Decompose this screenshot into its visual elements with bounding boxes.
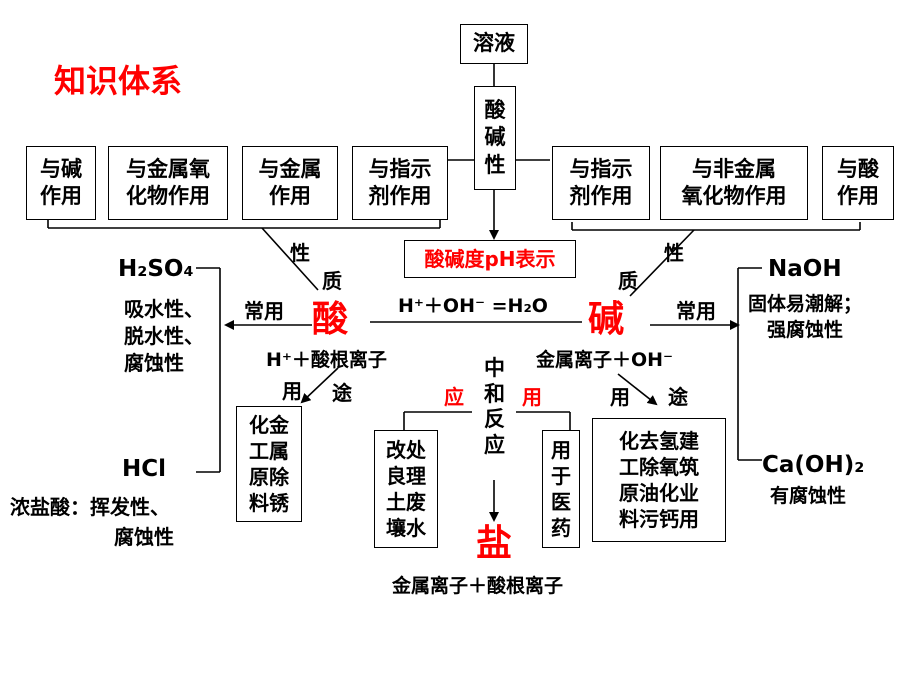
naoh-formula: NaOH xyxy=(768,256,842,282)
caoh2-properties: 有腐蚀性 xyxy=(770,485,847,507)
base-common-label: 常用 xyxy=(676,299,716,323)
application-char-1: 应 xyxy=(444,385,464,409)
base-property-char-2: 质 xyxy=(618,269,638,293)
acid-use-char-2: 途 xyxy=(332,381,352,405)
page-title: 知识体系 xyxy=(54,62,183,100)
base-ion-label: 金属离子＋OH⁻ xyxy=(536,349,674,371)
acid-with-metal-oxide-box: 与金属氧 化物作用 xyxy=(108,146,228,220)
caoh2-formula: Ca(OH)₂ xyxy=(762,452,865,478)
acid-property-char-2: 质 xyxy=(322,269,342,293)
base-with-indicator-box: 与指示 剂作用 xyxy=(552,146,650,220)
acid-use-char-1: 用 xyxy=(282,379,302,403)
acid-base-box: 酸 碱 性 xyxy=(474,86,516,190)
arrow-acid-uses xyxy=(300,367,339,404)
neutralization-equation: H⁺＋OH⁻ =H₂O xyxy=(398,295,548,317)
acid-with-base-box: 与碱 作用 xyxy=(26,146,96,220)
acid-label: 酸 xyxy=(312,299,349,340)
neutralization-left-box: 改处 良理 土废 壤水 xyxy=(374,430,438,548)
base-with-nonmetal-oxide-box: 与非金属 氧化物作用 xyxy=(660,146,808,220)
salt-label: 盐 xyxy=(476,523,513,564)
ph-box: 酸碱度pH表示 xyxy=(404,240,576,278)
h2so4-formula: H₂SO₄ xyxy=(118,256,194,282)
acid-with-metal-box: 与金属 作用 xyxy=(242,146,338,220)
base-use-char-1: 用 xyxy=(610,385,630,409)
arrow-base-uses xyxy=(617,373,658,406)
acid-common-label: 常用 xyxy=(244,299,284,323)
hcl-properties-1: 浓盐酸：挥发性、 xyxy=(10,495,170,519)
salt-ion-label: 金属离子＋酸根离子 xyxy=(392,575,564,597)
hcl-properties-2: 腐蚀性 xyxy=(114,525,174,549)
h2so4-properties: 吸水性、 脱水性、 腐蚀性 xyxy=(124,297,204,375)
base-label: 碱 xyxy=(588,299,625,340)
base-uses-box: 化去氢建 工除氧筑 原油化业 料污钙用 xyxy=(592,418,726,542)
neutralization-label: 中 和 反 应 xyxy=(484,356,505,457)
acid-uses-box: 化金 工属 原除 料锈 xyxy=(236,406,302,522)
application-char-2: 用 xyxy=(522,385,542,409)
line-props-to-acid xyxy=(261,227,319,291)
base-with-acid-box: 与酸 作用 xyxy=(822,146,894,220)
line-props-to-base xyxy=(629,229,695,297)
base-property-char-1: 性 xyxy=(664,241,684,265)
hcl-formula: HCl xyxy=(122,456,167,482)
naoh-properties: 固体易潮解； 强腐蚀性 xyxy=(748,293,863,341)
neutralization-right-box: 用 于 医 药 xyxy=(542,430,580,548)
acid-property-char-1: 性 xyxy=(290,241,310,265)
acid-with-indicator-box: 与指示 剂作用 xyxy=(352,146,448,220)
solution-box: 溶液 xyxy=(460,24,528,64)
base-use-char-2: 途 xyxy=(668,385,688,409)
acid-ion-label: H⁺＋酸根离子 xyxy=(266,349,387,371)
